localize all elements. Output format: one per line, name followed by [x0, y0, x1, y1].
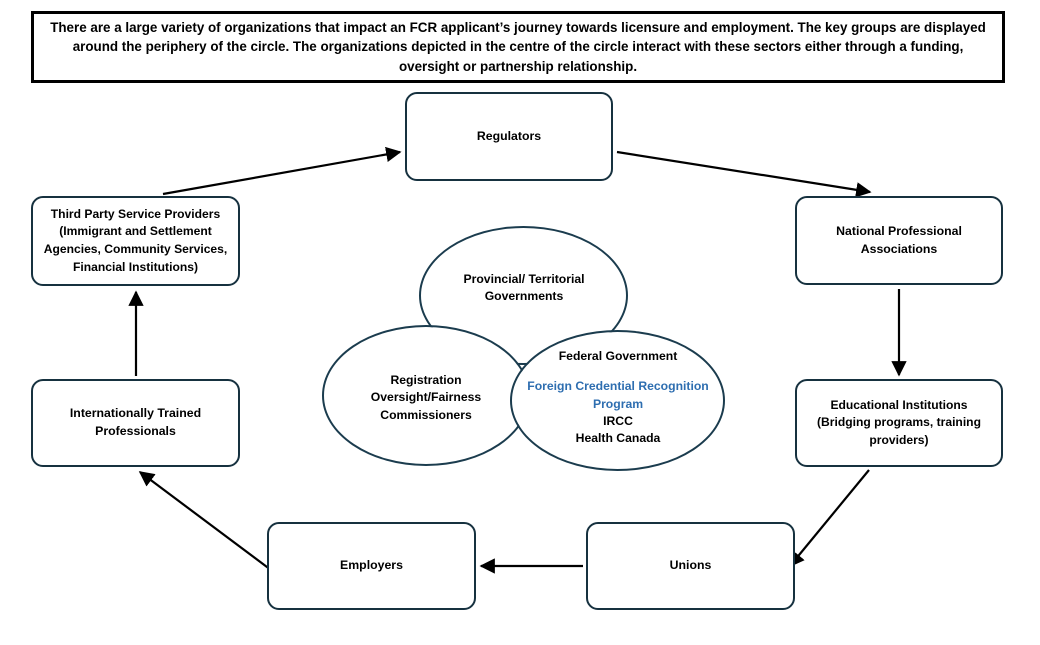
node-third-party-service-providers[interactable]: Third Party Service Providers (Immigrant… — [31, 196, 240, 286]
arrow-regulators-to-npa — [616, 150, 872, 198]
caption-box: There are a large variety of organizatio… — [31, 11, 1005, 83]
foreign-credential-recognition-program-link[interactable]: Foreign Credential Recognition Program — [527, 379, 709, 411]
node-employers-label: Employers — [340, 558, 403, 573]
caption-text: There are a large variety of organizatio… — [50, 20, 986, 74]
arrow-edu-to-unions — [789, 469, 870, 568]
node-national-professional-associations-label: National Professional Associations — [836, 223, 962, 256]
federal-government-heading: Federal Government — [558, 349, 678, 363]
ellipse-federal-government[interactable] — [510, 330, 725, 471]
node-third-party-service-providers-label: Third Party Service Providers (Immigrant… — [43, 206, 228, 274]
node-employers[interactable]: Employers — [267, 522, 476, 610]
federal-department-ircc: IRCC — [603, 413, 633, 428]
node-regulators[interactable]: Regulators — [405, 92, 613, 181]
node-internationally-trained-professionals-label: Internationally Trained Professionals — [69, 406, 202, 438]
node-unions[interactable]: Unions — [586, 522, 795, 610]
arrow-employers-to-itp — [138, 471, 272, 571]
ellipse-provincial-territorial-governments-label: Provincial/ Territorial Governments — [463, 272, 585, 304]
node-educational-institutions[interactable]: Educational Institutions (Bridging progr… — [795, 379, 1003, 467]
arrow-tpsp-to-regulators — [162, 146, 402, 196]
node-regulators-label: Regulators — [476, 128, 542, 143]
ellipse-federal-government-content: Federal Government Foreign Credential Re… — [522, 348, 714, 448]
ellipse-provincial-territorial-governments[interactable] — [419, 226, 628, 365]
node-unions-label: Unions — [669, 558, 712, 573]
node-internationally-trained-professionals[interactable]: Internationally Trained Professionals — [31, 379, 240, 467]
node-educational-institutions-label: Educational Institutions (Bridging progr… — [817, 397, 981, 447]
node-national-professional-associations[interactable]: National Professional Associations — [795, 196, 1003, 285]
ellipse-registration-oversight-commissioners-label: Registration Oversight/Fairness Commissi… — [370, 373, 482, 422]
federal-department-health-canada: Health Canada — [575, 431, 661, 446]
